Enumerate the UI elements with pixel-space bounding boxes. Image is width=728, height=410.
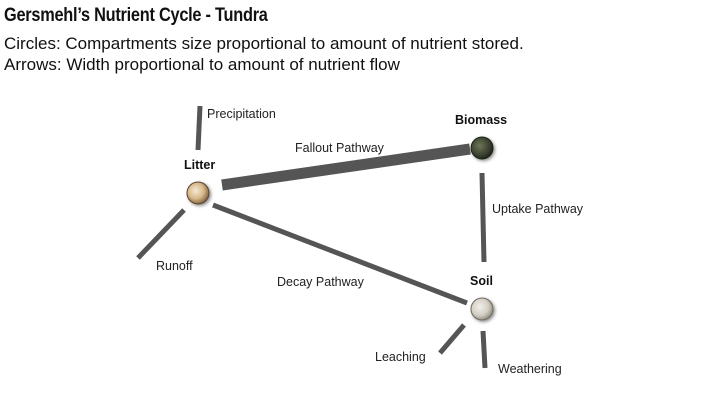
biomass-compartment [470, 136, 494, 160]
leaching-arrow [438, 323, 466, 355]
leaching-label: Leaching [375, 350, 426, 364]
uptake-pathway-arrow [479, 172, 487, 263]
runoff-arrow [136, 208, 186, 260]
litter-label: Litter [184, 158, 215, 172]
precipitation-arrow [195, 105, 203, 151]
decay-pathway-label: Decay Pathway [277, 275, 365, 289]
slide-title: Gersmehl’s Nutrient Cycle - Tundra [4, 5, 268, 26]
subtitle-arrows: Arrows: Width proportional to amount of … [4, 55, 400, 74]
runoff-label: Runoff [156, 259, 193, 273]
uptake-pathway-label: Uptake Pathway [492, 202, 584, 216]
weathering-label: Weathering [498, 362, 562, 376]
litter-compartment [186, 181, 210, 205]
fallout-pathway-label: Fallout Pathway [295, 141, 385, 155]
precipitation-label: Precipitation [207, 107, 276, 121]
soil-compartment [470, 297, 494, 321]
soil-label: Soil [470, 274, 493, 288]
weathering-arrow [480, 330, 488, 369]
biomass-label: Biomass [455, 113, 507, 127]
decay-pathway-arrow [212, 202, 468, 306]
fallout-pathway-arrow [221, 143, 471, 191]
subtitle-circles: Circles: Compartments size proportional … [4, 34, 524, 53]
